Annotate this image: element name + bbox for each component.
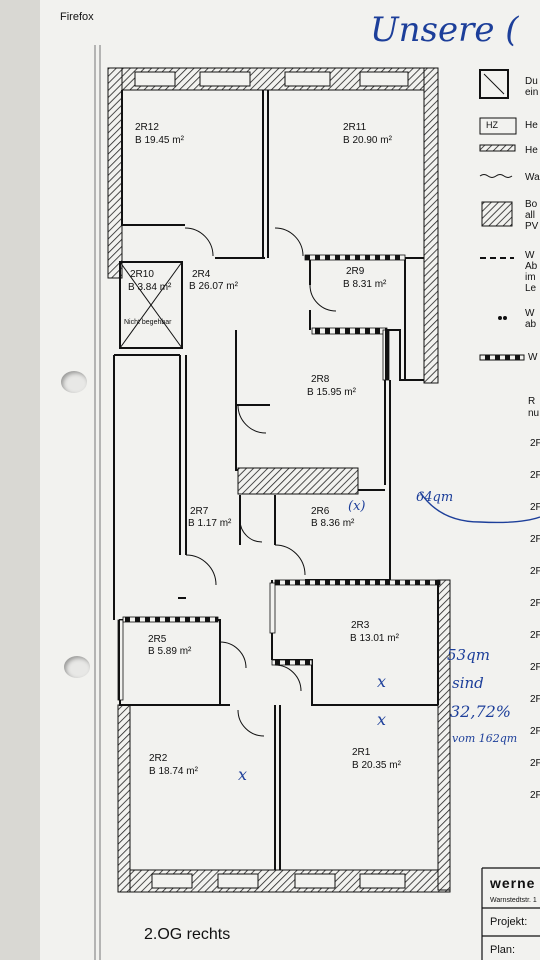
room-2R6-area: B 8.36 m² [311,518,355,529]
room-2R11-label: 2R11 [343,122,367,133]
room-2R1-label: 2R1 [352,747,371,758]
legend-label-9: W [525,250,535,261]
room-2R11-area: B 20.90 m² [343,135,392,146]
legend-label-5: Wa [525,172,540,183]
room-2R3-area: B 13.01 m² [350,633,399,644]
projekt-label: Projekt: [490,916,528,928]
room-list-row-2: 2F [530,470,540,481]
percent-note: 32,72% [450,702,512,721]
plan-sheet: Firefox Unsere ( [40,0,540,960]
room-2R7-label: 2R7 [190,506,209,517]
punch-hole-top [61,371,87,393]
legend-label-10: Ab [525,261,538,272]
room-list-row-10: 2F [530,726,540,737]
room-2R4-area: B 26.07 m² [189,281,238,292]
room-2R1-area: B 20.35 m² [352,760,401,771]
room-2R9-area: B 8.31 m² [343,279,387,290]
room-2R10-area: B 3.84 m² [128,282,172,293]
room-2R5-area: B 5.89 m² [148,646,192,657]
room-2R2-label: 2R2 [149,753,168,764]
room-list-sub: nu [528,408,540,419]
room-2R5-label: 2R5 [148,634,167,645]
room-list-row-7: 2F [530,630,540,641]
legend-label-14: ab [525,319,537,330]
sind-note: sind [452,674,484,692]
legend-label-15: W [528,352,538,363]
room-list-row-3: 2F [530,502,540,513]
floor-label: 2.OG rechts [144,926,231,943]
legend-label-13: W [525,308,535,319]
room-2R3-label: 2R3 [351,620,370,631]
vom-note: vom 162qm [452,732,518,745]
room-list-row-9: 2F [530,694,540,705]
plan-label: Plan: [490,944,516,956]
legend-label-12: Le [525,283,537,294]
cross-mark-r3: x [377,672,387,691]
punch-hole-bottom [64,656,90,678]
floor-plan-drawing [94,45,540,960]
room-list-row-5: 2F [530,566,540,577]
legend-label-11: im [525,272,536,283]
room-2R6-label: 2R6 [311,506,330,517]
legend-label-8: PV [525,221,539,232]
cross-mark-r2: x [238,765,248,784]
room-2R2-area: B 18.74 m² [149,766,198,777]
cross-mark-r1: x [377,710,387,729]
room-list-row-12: 2F [530,790,540,801]
room-2R12-label: 2R12 [135,122,159,133]
sqm-53-note: 53qm [447,646,490,664]
room-2R10-note: Nicht begehbar [124,319,172,326]
room-2R8-area: B 15.95 m² [307,387,356,398]
room-2R8-label: 2R8 [311,374,330,385]
r6-mark: (x) [348,499,366,514]
room-2R12-area: B 19.45 m² [135,135,184,146]
legend-label-6: Bo [525,199,538,210]
company-name: werne [490,875,536,891]
legend-label-4: He [525,145,538,156]
room-list-header: R [528,396,536,407]
room-2R4-label: 2R4 [192,269,211,280]
room-2R9-label: 2R9 [346,266,365,277]
room-list-row-6: 2F [530,598,540,609]
legend-label-1: Du [525,76,538,87]
room-list-row-1: 2F [530,438,540,449]
company-address: Warnstedtstr. 1 [490,897,537,904]
handwritten-title: Unsere ( [370,10,519,50]
room-2R7-area: B 1.17 m² [188,518,232,529]
legend-hz-box: HZ [486,120,498,130]
legend-label-7: all [525,210,536,221]
legend-label-2: ein [525,87,539,98]
firefox-label: Firefox [60,11,94,23]
sqm-64-note: 64qm [416,490,454,505]
room-list-row-4: 2F [530,534,540,545]
legend-label-3: He [525,120,538,131]
room-list-row-8: 2F [530,662,540,673]
room-list-row-11: 2F [530,758,540,769]
room-2R10-label: 2R10 [130,269,154,280]
